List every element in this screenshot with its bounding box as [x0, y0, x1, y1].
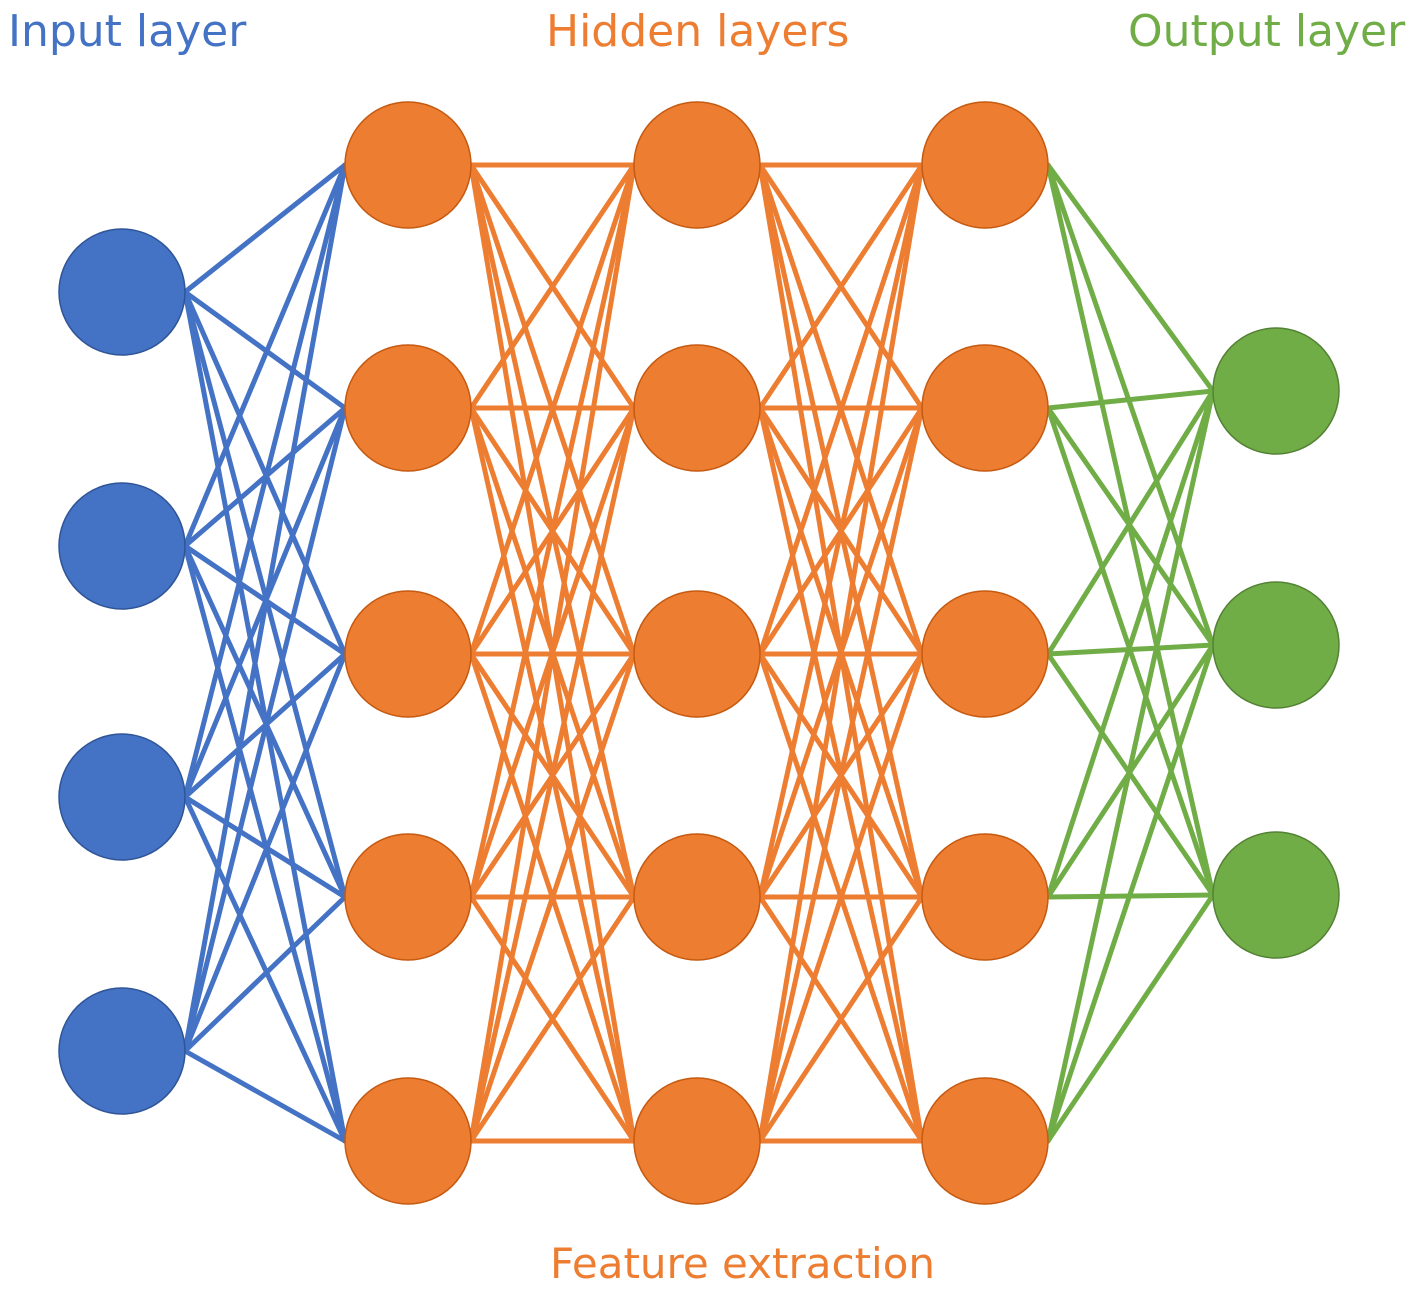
hidden-neuron-l3-1 — [921, 101, 1049, 229]
feature-extraction-caption: Feature extraction — [550, 1239, 935, 1288]
hidden-neuron-l3-5 — [921, 1077, 1049, 1205]
hidden-neuron-l2-4 — [633, 833, 761, 961]
neurons — [58, 101, 1340, 1205]
hidden-neuron-l3-4 — [921, 833, 1049, 961]
connection-l1-n4-to-n2 — [182, 405, 348, 1054]
connection-l1-n2-to-n1 — [182, 162, 348, 549]
connection-l4-n1-to-n2 — [1045, 162, 1216, 648]
connection-l4-n5-to-n2 — [1045, 642, 1216, 1144]
connections — [182, 162, 1216, 1144]
connection-l4-n5-to-n1 — [1045, 388, 1216, 1144]
connection-l3-n4-to-n1 — [757, 162, 925, 900]
hidden-neuron-l2-3 — [633, 590, 761, 718]
connection-l1-n2-to-n5 — [182, 543, 348, 1144]
connection-l4-n1-to-n1 — [1045, 162, 1216, 394]
hidden-layers-label: Hidden layers — [546, 6, 849, 57]
input-neuron-4 — [58, 987, 186, 1115]
input-layer-label: Input layer — [8, 6, 247, 57]
connection-l3-n3-to-n1 — [757, 162, 925, 657]
connection-l4-n5-to-n3 — [1045, 892, 1216, 1144]
input-neuron-3 — [58, 733, 186, 861]
connection-l2-n4-to-n1 — [468, 162, 637, 900]
hidden-neuron-l1-4 — [344, 833, 472, 961]
connection-l1-n3-to-n5 — [182, 794, 348, 1144]
connection-l1-n3-to-n1 — [182, 162, 348, 800]
hidden-neuron-l2-2 — [633, 344, 761, 472]
output-neuron-3 — [1212, 831, 1340, 959]
connection-l3-n5-to-n4 — [757, 894, 925, 1144]
connection-l2-n5-to-n2 — [468, 405, 637, 1144]
connection-l1-n1-to-n1 — [182, 162, 348, 295]
input-neuron-1 — [58, 228, 186, 356]
hidden-neuron-l3-3 — [921, 590, 1049, 718]
hidden-neuron-l1-3 — [344, 590, 472, 718]
connection-l4-n2-to-n1 — [1045, 388, 1216, 411]
connection-l1-n4-to-n4 — [182, 894, 348, 1054]
connection-l2-n5-to-n1 — [468, 162, 637, 1144]
output-neuron-1 — [1212, 327, 1340, 455]
connection-l2-n2-to-n1 — [468, 162, 637, 411]
connection-l4-n4-to-n1 — [1045, 388, 1216, 900]
output-layer-label: Output layer — [1128, 6, 1406, 57]
connection-l3-n5-to-n1 — [757, 162, 925, 1144]
connection-l1-n4-to-n3 — [182, 651, 348, 1054]
connection-l3-n5-to-n2 — [757, 405, 925, 1144]
connection-l1-n4-to-n1 — [182, 162, 348, 1054]
hidden-neuron-l1-2 — [344, 344, 472, 472]
hidden-neuron-l2-5 — [633, 1077, 761, 1205]
connection-l4-n3-to-n1 — [1045, 388, 1216, 657]
hidden-neuron-l3-2 — [921, 344, 1049, 472]
connection-l2-n3-to-n1 — [468, 162, 637, 657]
connection-l2-n5-to-n4 — [468, 894, 637, 1144]
connection-l3-n2-to-n1 — [757, 162, 925, 411]
connection-l3-n5-to-n3 — [757, 651, 925, 1144]
hidden-neuron-l1-1 — [344, 101, 472, 229]
hidden-neuron-l1-5 — [344, 1077, 472, 1205]
hidden-neuron-l2-1 — [633, 101, 761, 229]
connection-l1-n4-to-n5 — [182, 1048, 348, 1144]
input-neuron-2 — [58, 482, 186, 610]
output-neuron-2 — [1212, 581, 1340, 709]
connection-l2-n5-to-n3 — [468, 651, 637, 1144]
